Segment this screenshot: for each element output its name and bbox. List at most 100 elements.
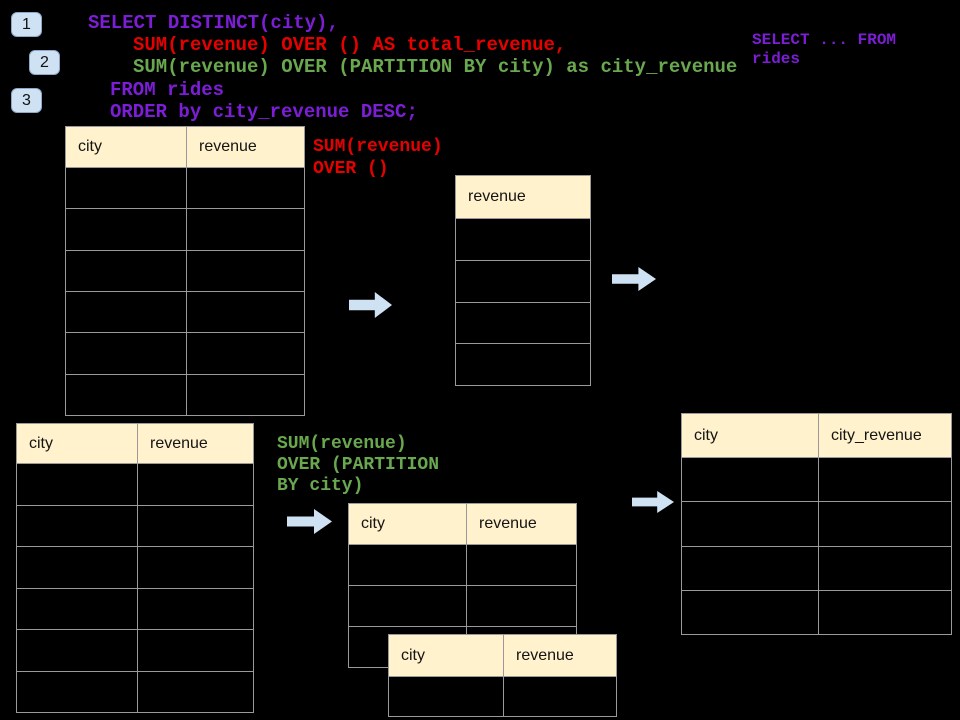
table-row	[66, 168, 304, 210]
table-partition-group-a: city revenue	[348, 503, 577, 668]
column-header-revenue: revenue	[503, 635, 616, 676]
table-cell-empty	[137, 588, 253, 629]
table-cell-empty	[456, 261, 590, 302]
table-header-row: city revenue	[17, 424, 253, 464]
side-note-line-1: SELECT ... FROM	[752, 31, 897, 49]
table-cell-empty	[137, 671, 253, 712]
column-header-city: city	[401, 646, 425, 664]
table-header-row: city revenue	[389, 635, 616, 677]
table-cell-empty	[186, 250, 304, 291]
table-cell-empty	[186, 209, 304, 250]
table-cell-empty	[682, 547, 818, 590]
table-cell-empty	[682, 458, 818, 501]
table-cell-empty	[818, 502, 951, 546]
step-badge-1: 1	[11, 12, 42, 37]
column-header-city: city	[694, 426, 718, 444]
table-row	[456, 344, 590, 385]
table-cell-empty	[17, 630, 137, 671]
step-badge-3: 3	[11, 88, 42, 113]
table-cell-empty	[349, 586, 466, 626]
column-header-revenue: revenue	[137, 424, 253, 463]
table-row	[66, 250, 304, 292]
table-cell-empty	[682, 502, 818, 545]
table-final-result: city city_revenue	[681, 413, 952, 635]
table-cell-empty	[66, 333, 186, 373]
sql-line-sum-over-partition: SUM(revenue) OVER (PARTITION BY city) as…	[133, 56, 738, 78]
table-cell-empty	[466, 545, 576, 585]
table-row	[17, 464, 253, 506]
step-badge-2: 2	[29, 50, 60, 75]
table-cell-empty	[466, 586, 576, 626]
table-cell-empty	[66, 168, 186, 208]
table-cell-empty	[186, 291, 304, 333]
side-note-line-2: rides	[752, 50, 801, 68]
table-cell-empty	[682, 591, 818, 634]
table-row	[682, 502, 951, 547]
column-header-revenue: revenue	[468, 188, 526, 205]
table-cell-empty	[66, 292, 186, 332]
table-cell-empty	[818, 546, 951, 590]
column-header-city: city	[361, 515, 385, 532]
step-badge-2-label: 2	[40, 53, 49, 71]
table-row	[456, 219, 590, 261]
table-cell-empty	[17, 506, 137, 547]
table-cell-empty	[456, 303, 590, 344]
table-total-revenue-result: revenue	[455, 175, 591, 386]
arrow-right-icon	[612, 267, 656, 291]
table-cell-empty	[66, 209, 186, 249]
table-body	[389, 677, 616, 716]
table-header-row: city revenue	[66, 127, 304, 168]
arrow-right-icon	[287, 509, 332, 534]
table-cell-empty	[389, 677, 503, 716]
column-header-city: city	[78, 138, 102, 155]
table-cell-empty	[137, 547, 253, 588]
table-row	[682, 590, 951, 634]
table-body	[66, 168, 304, 415]
annotation-partition-line-3: BY city)	[277, 476, 364, 496]
table-cell-empty	[186, 374, 304, 415]
table-row	[389, 677, 616, 716]
table-header-row: city city_revenue	[682, 414, 951, 458]
table-source-top: city revenue	[65, 126, 305, 416]
table-body	[682, 458, 951, 634]
table-row	[456, 261, 590, 303]
table-cell-empty	[456, 344, 590, 385]
table-row	[66, 333, 304, 375]
table-cell-empty	[137, 505, 253, 546]
table-row	[682, 458, 951, 503]
sql-line-order-by: ORDER by city_revenue DESC;	[110, 101, 418, 123]
table-header-row: city revenue	[349, 504, 576, 545]
table-row	[66, 374, 304, 415]
table-header-row: revenue	[456, 176, 590, 219]
table-row	[66, 291, 304, 334]
annotation-total-line-1: SUM(revenue)	[313, 137, 443, 157]
table-cell-empty	[818, 458, 951, 502]
table-cell-empty	[17, 464, 137, 505]
table-partition-group-b: city revenue	[388, 634, 617, 717]
column-header-revenue: revenue	[466, 504, 576, 544]
table-row	[349, 586, 576, 627]
table-source-bottom: city revenue	[16, 423, 254, 713]
table-row	[17, 671, 253, 713]
table-row	[17, 505, 253, 547]
annotation-total-line-2: OVER ()	[313, 159, 389, 179]
annotation-partition-line-1: SUM(revenue)	[277, 434, 407, 454]
table-row	[682, 546, 951, 591]
table-cell-empty	[349, 545, 466, 585]
sql-line-select-distinct: SELECT DISTINCT(city),	[88, 12, 339, 34]
table-row	[456, 303, 590, 345]
table-cell-empty	[17, 589, 137, 630]
table-row	[66, 209, 304, 251]
sql-line-from: FROM rides	[110, 79, 225, 101]
step-badge-3-label: 3	[22, 91, 31, 109]
column-header-revenue: revenue	[186, 127, 304, 167]
table-cell-empty	[503, 677, 616, 716]
table-cell-empty	[17, 672, 137, 713]
sql-line-sum-over-total: SUM(revenue) OVER () AS total_revenue,	[133, 34, 567, 56]
table-row	[349, 545, 576, 586]
table-row	[17, 630, 253, 672]
annotation-partition-line-2: OVER (PARTITION	[277, 455, 440, 475]
